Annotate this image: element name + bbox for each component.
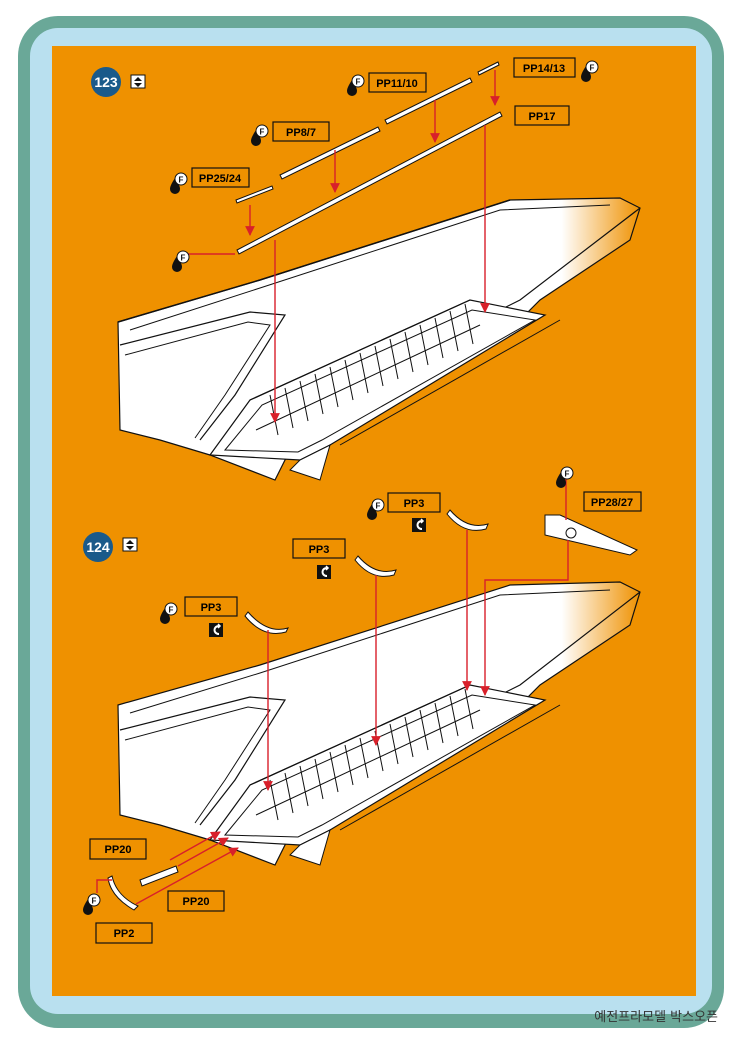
- bend-symbol-icon: [316, 564, 332, 580]
- svg-text:PP17: PP17: [529, 111, 556, 123]
- labels-step-123: PP11/10 PP14/13 PP8/7 PP17 PP25/24: [191, 57, 576, 188]
- label-pp2: PP2: [95, 922, 153, 944]
- view-flip-icon: [130, 74, 146, 89]
- label-pp28-27: PP28/27: [583, 491, 642, 512]
- label-pp8-7: PP8/7: [272, 121, 330, 142]
- glue-drop-icon: [159, 602, 178, 625]
- part-pp28-27: [544, 514, 638, 556]
- svg-text:PP8/7: PP8/7: [286, 127, 316, 139]
- glue-drop-icon: [580, 60, 599, 83]
- step-123-number: 123: [94, 74, 118, 90]
- part-pp11-10: [384, 77, 473, 125]
- glue-drop-icon: [82, 893, 101, 916]
- part-pp3-middle: [354, 555, 397, 577]
- step-124-badge: [83, 532, 113, 562]
- part-pp3-right: [446, 509, 489, 531]
- label-pp25-24: PP25/24: [191, 167, 250, 188]
- watermark-text: 예전프라모델 박스오픈: [594, 1010, 718, 1025]
- svg-text:PP11/10: PP11/10: [376, 78, 418, 90]
- svg-text:PP28/27: PP28/27: [591, 497, 633, 509]
- bend-symbol-icon: [208, 622, 224, 638]
- glue-drop-icon: [346, 74, 365, 97]
- wing-assembly-bottom: [117, 581, 641, 866]
- part-pp8-7: [279, 126, 381, 180]
- part-pp14-13: [477, 61, 500, 76]
- glue-drop-icon: [171, 250, 190, 273]
- step-124-number: 124: [86, 539, 110, 555]
- svg-text:PP25/24: PP25/24: [199, 173, 242, 185]
- label-pp11-10: PP11/10: [368, 72, 427, 93]
- svg-text:PP3: PP3: [404, 498, 425, 510]
- step-123: 123: [91, 67, 146, 97]
- label-pp3-left: PP3: [184, 596, 238, 617]
- svg-text:PP3: PP3: [309, 544, 330, 556]
- pe-parts-step-124: [107, 509, 638, 911]
- label-pp3-top: PP3: [387, 492, 441, 513]
- part-pp2: [107, 875, 139, 911]
- part-pp20: [139, 865, 179, 887]
- part-pp3-left: [244, 611, 289, 634]
- label-pp20-bottom: PP20: [167, 890, 225, 912]
- arrows-step-124: [96, 473, 569, 905]
- svg-text:PP20: PP20: [183, 896, 210, 908]
- glue-drop-icon: [250, 124, 269, 147]
- svg-text:PP2: PP2: [114, 928, 135, 940]
- labels-step-124: PP3 PP3 PP3 PP28/27 PP20 PP20 PP2: [89, 491, 642, 944]
- svg-text:PP3: PP3: [201, 602, 222, 614]
- wing-assembly-top: [117, 197, 641, 481]
- glue-drop-icon: [169, 172, 188, 195]
- arrows-step-123: [183, 70, 500, 423]
- part-pp17: [236, 111, 503, 255]
- label-pp20-top: PP20: [89, 838, 147, 860]
- part-pp25-24: [235, 185, 274, 204]
- glue-drop-icon: [555, 466, 574, 489]
- label-pp14-13: PP14/13: [513, 57, 576, 78]
- bend-symbol-icon: [411, 517, 427, 533]
- view-flip-icon: [122, 537, 138, 552]
- svg-text:PP14/13: PP14/13: [523, 63, 565, 75]
- label-pp17: PP17: [514, 105, 570, 126]
- label-pp3-middle: PP3: [292, 538, 346, 559]
- pe-strips-step-123: [235, 61, 503, 255]
- glue-drop-icon: [366, 498, 385, 521]
- step-124: 124: [83, 532, 138, 562]
- svg-text:PP20: PP20: [105, 844, 132, 856]
- step-123-badge: [91, 67, 121, 97]
